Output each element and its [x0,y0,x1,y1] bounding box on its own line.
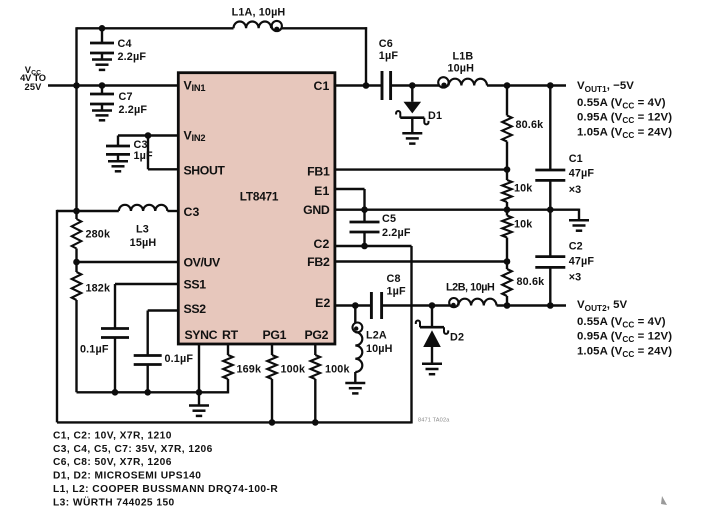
svg-text:10µH: 10µH [366,343,393,355]
svg-text:LT8471: LT8471 [240,190,279,204]
svg-text:OV/UV: OV/UV [184,256,221,270]
svg-text:VIN1: VIN1 [184,79,206,94]
svg-text:10k: 10k [514,219,533,231]
svg-text:C4: C4 [118,38,132,50]
svg-text:C6: C6 [379,38,393,50]
svg-text:169k: 169k [237,363,262,375]
svg-text:L3: WÜRTH 744025 150: L3: WÜRTH 744025 150 [53,496,175,509]
svg-text:2.2µF: 2.2µF [119,104,148,116]
svg-text:4V TO: 4V TO [20,73,46,83]
svg-text:D2: D2 [450,332,464,344]
svg-text:PG1: PG1 [263,328,287,342]
svg-text:C3, C4, C5, C7: 35V, X7R, 1206: C3, C4, C5, C7: 35V, X7R, 1206 [53,444,213,455]
svg-text:L3: L3 [136,224,149,236]
svg-text:15µH: 15µH [130,237,157,249]
svg-text:SYNC: SYNC [185,328,218,342]
svg-text:C6, C8: 50V, X7R, 1206: C6, C8: 50V, X7R, 1206 [53,457,172,468]
svg-text:VCC: VCC [25,65,41,76]
svg-text:1.05A (VCC = 24V): 1.05A (VCC = 24V) [577,345,672,358]
svg-text:C1, C2: 10V, X7R, 1210: C1, C2: 10V, X7R, 1210 [53,431,172,442]
svg-text:0.55A (VCC = 4V): 0.55A (VCC = 4V) [577,97,666,110]
svg-text:100k: 100k [325,363,350,375]
svg-text:PG2: PG2 [305,328,329,342]
svg-text:1µF: 1µF [134,150,154,162]
svg-text:VOUT2, 5V: VOUT2, 5V [577,299,628,312]
svg-text:L2A: L2A [366,329,387,341]
svg-text:FB1: FB1 [307,164,330,178]
svg-text:1µF: 1µF [387,285,407,297]
svg-text:280k: 280k [86,229,111,241]
svg-text:1.05A (VCC = 24V): 1.05A (VCC = 24V) [577,126,672,139]
svg-text:0.95A (VCC = 12V): 0.95A (VCC = 12V) [577,331,672,344]
svg-text:D1, D2: MICROSEMI UPS140: D1, D2: MICROSEMI UPS140 [53,471,201,482]
svg-text:80.6k: 80.6k [517,276,546,288]
svg-text:×3: ×3 [569,272,582,284]
svg-text:C3: C3 [184,205,200,219]
svg-text:L1A, 10µH: L1A, 10µH [232,6,286,18]
svg-text:2.2µF: 2.2µF [382,227,411,239]
svg-text:0.95A (VCC = 12V): 0.95A (VCC = 12V) [577,112,672,125]
svg-text:10k: 10k [514,183,533,195]
svg-text:SS1: SS1 [184,278,207,292]
svg-text:SS2: SS2 [184,302,207,316]
svg-text:182k: 182k [86,283,111,295]
svg-text:8471 TA02a: 8471 TA02a [418,417,450,423]
svg-text:0.1µF: 0.1µF [80,343,109,355]
svg-text:C7: C7 [119,91,133,103]
svg-text:C2: C2 [313,237,329,251]
svg-text:10µH: 10µH [448,63,475,75]
svg-text:C2: C2 [569,241,583,253]
svg-text:47µF: 47µF [569,256,595,268]
svg-text:C8: C8 [387,273,401,285]
svg-text:SHOUT: SHOUT [184,163,226,177]
svg-text:×3: ×3 [569,184,582,196]
svg-text:C1: C1 [313,79,329,93]
svg-text:L1B: L1B [453,51,474,63]
svg-text:C3: C3 [134,139,148,151]
svg-text:47µF: 47µF [569,168,595,180]
svg-text:1µF: 1µF [379,50,399,62]
svg-text:0.1µF: 0.1µF [165,353,194,365]
svg-text:GND: GND [303,203,330,217]
svg-text:D1: D1 [428,110,442,122]
svg-text:E1: E1 [314,184,329,198]
svg-text:FB2: FB2 [307,255,330,269]
svg-text:0.55A (VCC = 4V): 0.55A (VCC = 4V) [577,316,666,329]
svg-text:RT: RT [222,328,239,342]
svg-text:100k: 100k [281,363,306,375]
svg-text:C1: C1 [569,153,583,165]
svg-text:80.6k: 80.6k [516,119,545,131]
svg-text:C5: C5 [382,213,396,225]
svg-text:VOUT1, −5V: VOUT1, −5V [577,80,634,93]
svg-text:L2B, 10µH: L2B, 10µH [446,282,495,294]
svg-text:L1, L2: COOPER BUSSMANN DRQ74-: L1, L2: COOPER BUSSMANN DRQ74-100-R [53,484,278,495]
svg-text:VIN2: VIN2 [184,129,206,144]
svg-text:25V: 25V [25,82,43,92]
svg-text:2.2µF: 2.2µF [118,51,147,63]
svg-text:E2: E2 [315,296,330,310]
